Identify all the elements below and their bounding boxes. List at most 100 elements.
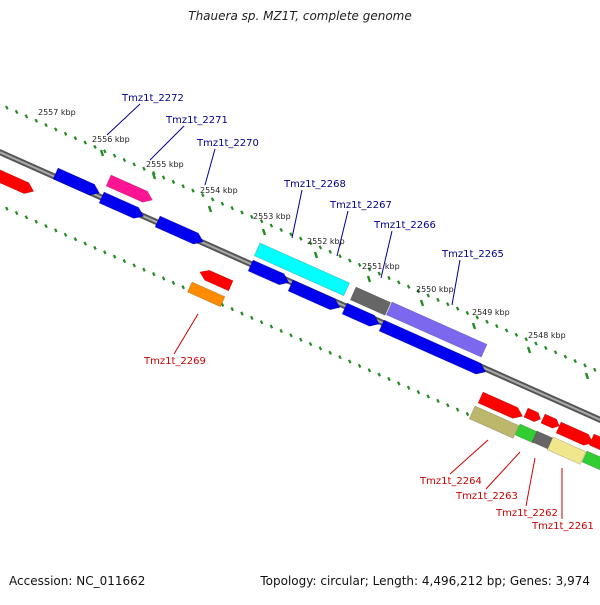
scale-dot-lower [240, 311, 244, 316]
scale-dot-upper [593, 367, 597, 372]
scale-dot-lower [259, 320, 264, 325]
scale-dot-upper [524, 337, 528, 342]
scale-dot-upper [426, 293, 430, 298]
scale-dot-upper [504, 328, 509, 333]
scale-dot-lower [44, 223, 48, 229]
scale-dot-lower [299, 337, 303, 342]
scale-dot-upper [338, 254, 342, 259]
scale-dot-lower [426, 394, 430, 399]
kbp-label: 2554 kbp [200, 186, 238, 195]
scale-dot-lower [269, 324, 274, 329]
leader-line [485, 451, 521, 490]
gene-feature-9 [247, 259, 290, 286]
scale-dot-lower [436, 398, 440, 403]
scale-dot-lower [171, 280, 176, 285]
gene-label: Tmz1t_2265 [441, 249, 504, 260]
gene-feature-11 [341, 302, 380, 327]
scale-dot-upper [367, 267, 372, 272]
gene-feature-21 [514, 423, 539, 444]
scale-dot-upper [475, 315, 479, 320]
scale-dot-upper [112, 153, 117, 158]
gene-label: Tmz1t_2267 [329, 200, 392, 211]
kbp-label: 2551 kbp [362, 262, 400, 271]
scale-dot-upper [122, 157, 127, 163]
gene-feature-18 [555, 421, 594, 446]
topology-text: Topology: circular; Length: 4,496,212 bp… [260, 574, 590, 588]
scale-major-tick [99, 149, 105, 157]
leader-line [204, 148, 216, 186]
gene-label: Tmz1t_2269 [143, 356, 206, 367]
leader-line [149, 125, 185, 161]
scale-major-tick [313, 251, 319, 259]
scale-dot-upper [191, 188, 195, 193]
gene-feature-24 [581, 450, 600, 471]
scale-dot-upper [34, 118, 38, 123]
gene-feature-8 [385, 301, 488, 358]
scale-dot-upper [220, 201, 225, 206]
scale-dot-lower [250, 315, 254, 320]
scale-dot-lower [152, 272, 156, 277]
gene-label: Tmz1t_2268 [283, 179, 346, 190]
scale-dot-upper [397, 280, 401, 285]
gene-feature-3 [105, 174, 153, 203]
leader-lines [106, 103, 563, 519]
kbp-label: 2549 kbp [472, 308, 510, 317]
scale-dot-upper [318, 245, 323, 250]
scale-dot-upper [299, 236, 303, 241]
scale-dot-upper [269, 223, 274, 228]
gene-label: Tmz1t_2266 [373, 220, 436, 231]
gene-label: Tmz1t_2272 [121, 93, 184, 104]
kbp-label: 2553 kbp [253, 212, 291, 221]
gene-label: Tmz1t_2262 [495, 508, 558, 519]
scale-dot-upper [455, 306, 460, 311]
scale-dot-upper [259, 219, 264, 224]
scale-dot-upper [377, 271, 381, 276]
gene-feature-19 [588, 433, 600, 451]
scale-dot-lower [112, 254, 117, 259]
scale-dot-lower [5, 206, 9, 211]
gene-feature-2 [52, 167, 100, 196]
gene-label: Tmz1t_2271 [165, 115, 228, 126]
scale-dot-lower [289, 333, 293, 338]
gene-feature-10 [287, 279, 341, 311]
gene-feature-1 [0, 169, 35, 194]
scale-dot-lower [161, 276, 166, 281]
leader-line [336, 210, 349, 257]
leader-line [525, 457, 536, 507]
scale-dot-upper [250, 214, 254, 219]
scale-dot-upper [161, 175, 166, 180]
scale-dot-upper [103, 149, 107, 154]
scale-dot-lower [181, 285, 185, 290]
leader-line [380, 230, 393, 279]
scale-dot-lower [328, 350, 332, 355]
scale-major-tick [584, 372, 590, 380]
scale-dot-upper [308, 240, 313, 246]
scale-dot-upper [495, 323, 499, 329]
kbp-label: 2548 kbp [528, 331, 566, 340]
scale-dot-upper [485, 319, 489, 324]
gene-feature-23 [546, 436, 587, 465]
scale-dot-upper [583, 363, 587, 368]
scale-dot-lower [122, 258, 127, 264]
scale-dot-lower [24, 215, 29, 220]
scale-dot-upper [14, 109, 19, 115]
scale-dot-upper [181, 184, 185, 189]
leader-line [173, 313, 199, 355]
gene-feature-17 [540, 413, 560, 429]
scale-dot-upper [446, 302, 450, 307]
scale-dot-lower [348, 359, 352, 364]
gene-label: Tmz1t_2261 [531, 521, 594, 532]
kbp-label: 2552 kbp [307, 237, 345, 246]
scale-dot-lower [338, 355, 342, 360]
gene-label: Tmz1t_2263 [455, 491, 518, 502]
scale-dot-lower [406, 385, 411, 390]
scale-dot-upper [279, 227, 283, 233]
scale-dot-upper [83, 140, 87, 145]
scale-dot-upper [573, 358, 577, 364]
scale-dot-lower [14, 210, 19, 216]
scale-dot-lower [73, 237, 78, 242]
kbp-label: 2557 kbp [38, 108, 76, 117]
scale-dot-lower [34, 219, 38, 224]
